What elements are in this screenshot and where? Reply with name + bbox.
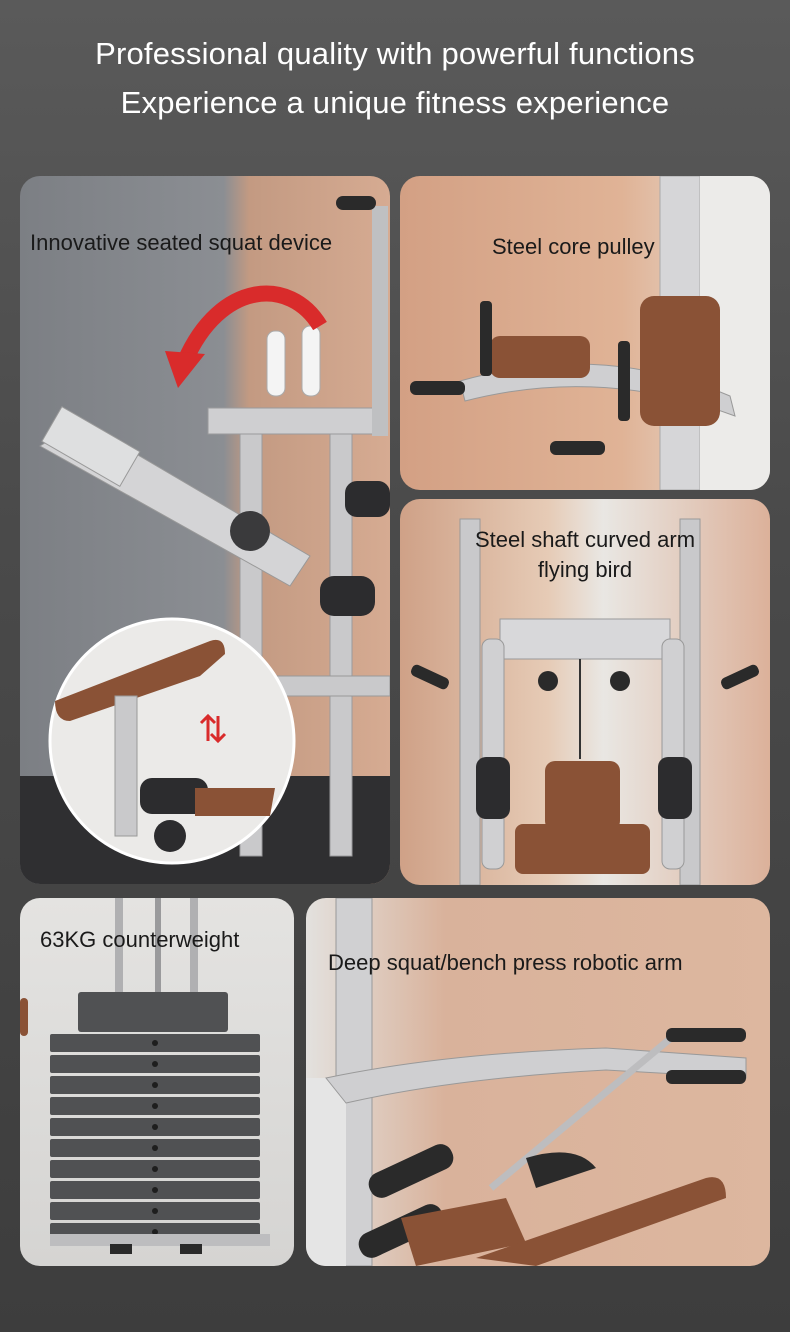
selector-hole	[152, 1145, 158, 1151]
seated-squat-panel: Innovative seated squat device	[20, 176, 390, 884]
selector-hole	[152, 1166, 158, 1172]
selector-hole	[152, 1208, 158, 1214]
flying-bird-illustration	[410, 518, 760, 885]
robotic-arm-panel: Deep squat/bench press robotic arm	[306, 898, 770, 1266]
flying-bird-label: Steel shaft curved arm flying bird	[474, 527, 696, 582]
selector-hole	[152, 1103, 158, 1109]
selector-hole	[152, 1061, 158, 1067]
pulley-illustration	[410, 176, 770, 490]
flying-bird-panel: Steel shaft curved arm flying bird	[400, 499, 770, 885]
selector-hole	[152, 1187, 158, 1193]
selector-hole	[152, 1229, 158, 1235]
counterweight-panel: 63KG counterweight	[20, 898, 294, 1266]
seated-squat-illustration	[39, 196, 390, 865]
selector-hole	[152, 1124, 158, 1130]
headline-line-1: Professional quality with powerful funct…	[95, 36, 695, 71]
seated-squat-label: Innovative seated squat device	[30, 230, 333, 255]
pulley-label: Steel core pulley	[492, 234, 655, 259]
selector-hole	[152, 1040, 158, 1046]
steel-core-pulley-panel: Steel core pulley	[400, 176, 770, 490]
robotic-arm-label: Deep squat/bench press robotic arm	[328, 950, 683, 975]
counterweight-label: 63KG counterweight	[40, 927, 240, 952]
selector-hole	[152, 1082, 158, 1088]
weight-stack-illustration	[20, 898, 270, 1254]
weight-plates	[50, 1034, 260, 1241]
headline-line-2: Experience a unique fitness experience	[120, 85, 670, 120]
rotation-arrow	[177, 285, 327, 365]
robotic-arm-illustration	[306, 898, 747, 1266]
